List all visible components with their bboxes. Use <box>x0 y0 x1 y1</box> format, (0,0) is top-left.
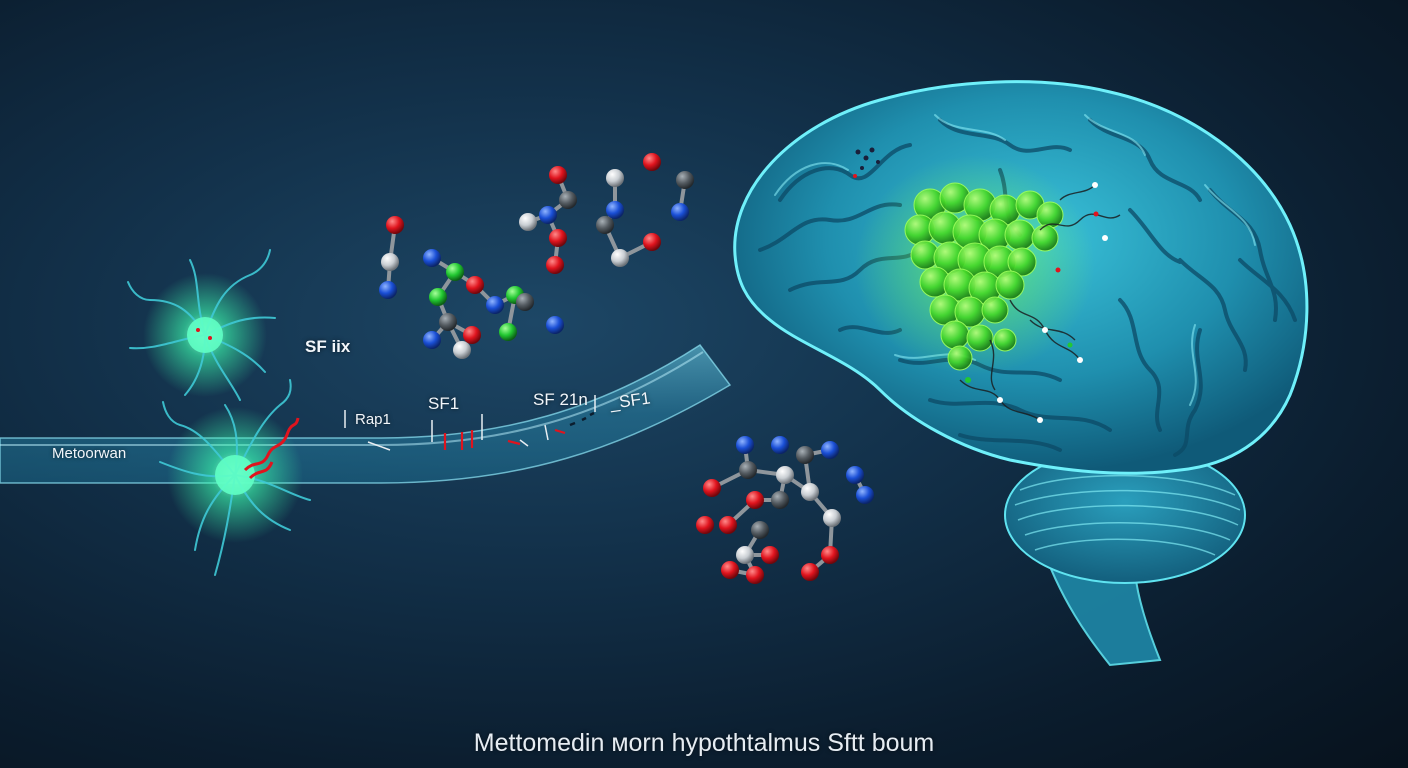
atom-blue <box>856 486 874 504</box>
fiber-dark-marks <box>569 411 595 427</box>
activation-ball <box>940 320 970 350</box>
atom-red <box>549 229 567 247</box>
atom-red <box>386 216 404 234</box>
atom-red <box>821 546 839 564</box>
atom-blue <box>423 249 441 267</box>
activation-ball <box>1007 247 1037 277</box>
atom-white <box>736 546 754 564</box>
atom-red <box>703 479 721 497</box>
atom-red <box>466 276 484 294</box>
atom-red <box>761 546 779 564</box>
atom-white <box>823 509 841 527</box>
atom-blue <box>546 316 564 334</box>
fiber-label: Metoorwan <box>52 445 127 462</box>
atom-white <box>801 483 819 501</box>
atom-green <box>446 263 464 281</box>
atom-red <box>719 516 737 534</box>
atom-red <box>643 153 661 171</box>
atom-gray <box>751 521 769 539</box>
neuron-cell-bottom <box>159 379 311 576</box>
atom-white <box>776 466 794 484</box>
atom-blue <box>539 206 557 224</box>
activation-ball <box>993 328 1017 352</box>
atom-gray <box>559 191 577 209</box>
molecule <box>379 216 534 359</box>
atom-red <box>801 563 819 581</box>
atom-gray <box>439 313 457 331</box>
rap1-label: Rap1 <box>355 411 391 428</box>
atom-white <box>453 341 471 359</box>
molecule <box>596 153 694 267</box>
molecules <box>379 153 874 584</box>
fiber-highlight <box>0 351 704 446</box>
atom-blue <box>771 436 789 454</box>
neuron-red-strand <box>243 417 300 480</box>
activation-ball <box>981 296 1009 324</box>
atom-gray <box>796 446 814 464</box>
atom-blue <box>671 203 689 221</box>
atom-red <box>463 326 481 344</box>
activation-ball <box>1031 224 1059 252</box>
atom-white <box>381 253 399 271</box>
atom-red <box>721 561 739 579</box>
atom-red <box>643 233 661 251</box>
atom-red <box>746 566 764 584</box>
activation-ball <box>966 324 994 352</box>
cerebellum-folds <box>1014 474 1241 556</box>
molecule <box>519 166 577 274</box>
brain-illustration <box>733 80 1309 667</box>
atom-white <box>606 169 624 187</box>
activation-ball <box>947 345 973 371</box>
atom-blue <box>846 466 864 484</box>
activation-ball <box>995 270 1025 300</box>
atom-red <box>696 516 714 534</box>
fiber-markers <box>344 395 596 451</box>
atom-blue <box>736 436 754 454</box>
activation-cluster <box>904 182 1064 371</box>
atom-gray <box>739 461 757 479</box>
sf-iix-label: SF iix <box>305 337 351 356</box>
neuron-cell-top <box>127 249 276 401</box>
atom-green <box>429 288 447 306</box>
sf1-label: SF1 <box>428 394 460 413</box>
atom-white <box>611 249 629 267</box>
atom-gray <box>596 216 614 234</box>
atom-red <box>546 256 564 274</box>
atom-blue <box>821 441 839 459</box>
atom-gray <box>516 293 534 311</box>
molecule <box>546 316 564 334</box>
sf21n-label: SF 21n <box>533 390 588 409</box>
atom-gray <box>676 171 694 189</box>
fiber-red-marks <box>443 428 566 450</box>
tract-nodes <box>965 182 1108 423</box>
atom-white <box>519 213 537 231</box>
atom-blue <box>486 296 504 314</box>
activation-ball <box>1004 219 1036 251</box>
atom-blue <box>423 331 441 349</box>
atom-red <box>746 491 764 509</box>
atom-green <box>499 323 517 341</box>
diagram-caption: Mettomedin мorn hypothtalmus Sftt boum <box>473 729 935 757</box>
atom-gray <box>771 491 789 509</box>
molecule <box>696 436 874 584</box>
atom-red <box>549 166 567 184</box>
dark-dot-patch <box>853 147 880 178</box>
atom-blue <box>379 281 397 299</box>
atom-blue <box>606 201 624 219</box>
